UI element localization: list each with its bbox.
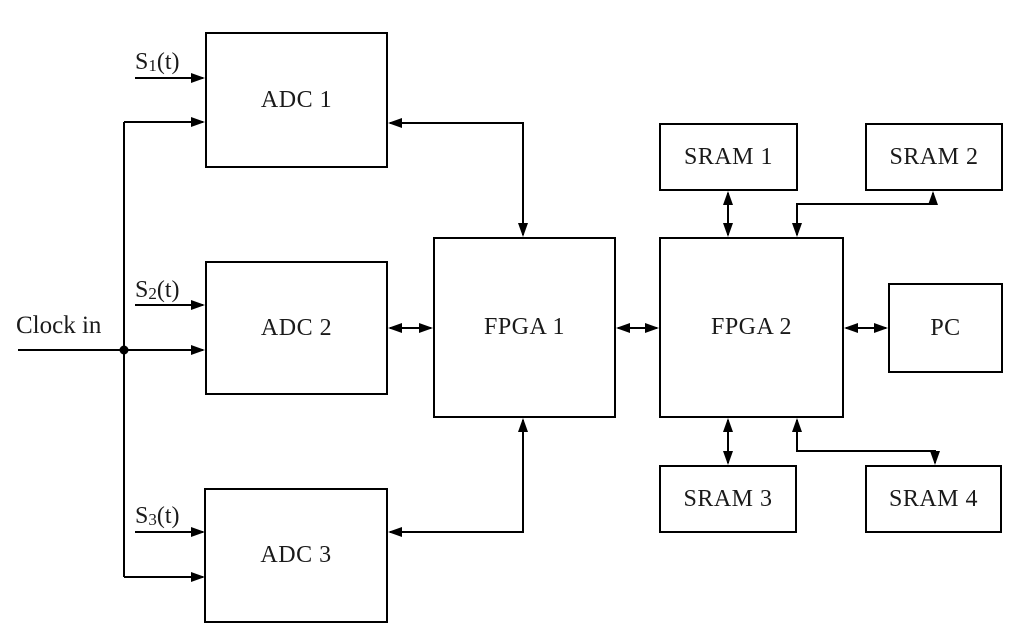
block-adc2-label: ADC 2 — [260, 314, 333, 341]
connector-fpga2-pc — [844, 323, 888, 333]
connector-fpga2-sram1 — [723, 191, 733, 237]
s3-suffix: (t) — [156, 503, 180, 529]
connector-clock-to-adc3 — [124, 572, 205, 582]
block-sram2: SRAM 2 — [865, 123, 1003, 191]
block-adc3: ADC 3 — [204, 488, 388, 623]
block-sram3-label: SRAM 3 — [683, 485, 773, 512]
s2-base: S — [135, 277, 149, 303]
connector-s2-to-adc2 — [135, 300, 205, 310]
block-fpga1-label: FPGA 1 — [483, 314, 566, 340]
connector-s1-to-adc1 — [135, 73, 205, 83]
s2-sub: 2 — [148, 284, 157, 303]
connector-clock-trunk — [18, 122, 205, 577]
connector-fpga2-sram4 — [792, 418, 940, 465]
block-fpga2: FPGA 2 — [659, 237, 844, 418]
signal-label-s1: S1(t) — [135, 50, 180, 74]
block-pc: PC — [888, 283, 1003, 373]
connector-adc1-fpga1 — [388, 118, 528, 237]
s3-base: S — [135, 503, 149, 529]
signal-label-s3: S3(t) — [135, 504, 180, 528]
block-fpga2-label: FPGA 2 — [710, 314, 793, 340]
block-adc2: ADC 2 — [205, 261, 388, 395]
block-pc-label: PC — [930, 314, 961, 341]
s1-base: S — [135, 49, 149, 75]
connector-fpga2-sram3 — [723, 418, 733, 465]
block-sram1-label: SRAM 1 — [683, 143, 774, 170]
block-adc3-label: ADC 3 — [260, 542, 332, 568]
signal-label-s2: S2(t) — [135, 278, 180, 302]
connector-fpga2-sram2 — [792, 191, 938, 237]
s2-suffix: (t) — [156, 277, 180, 303]
connector-fpga1-fpga2 — [616, 323, 659, 333]
block-adc1: ADC 1 — [205, 32, 388, 168]
block-fpga1: FPGA 1 — [433, 237, 616, 418]
connector-clock-to-adc1 — [124, 117, 205, 127]
block-adc1-label: ADC 1 — [260, 86, 333, 113]
connector-adc2-fpga1 — [388, 323, 433, 333]
block-sram4-label: SRAM 4 — [888, 485, 979, 512]
clock-in-label: Clock in — [16, 312, 102, 339]
block-sram3: SRAM 3 — [659, 465, 797, 533]
connector-s3-to-adc3 — [135, 527, 205, 537]
s1-sub: 1 — [148, 56, 157, 75]
block-sram4: SRAM 4 — [865, 465, 1002, 533]
s3-sub: 3 — [148, 510, 157, 529]
connector-adc3-fpga1 — [388, 418, 528, 537]
block-sram2-label: SRAM 2 — [889, 143, 979, 170]
block-sram1: SRAM 1 — [659, 123, 798, 191]
s1-suffix: (t) — [156, 49, 180, 75]
